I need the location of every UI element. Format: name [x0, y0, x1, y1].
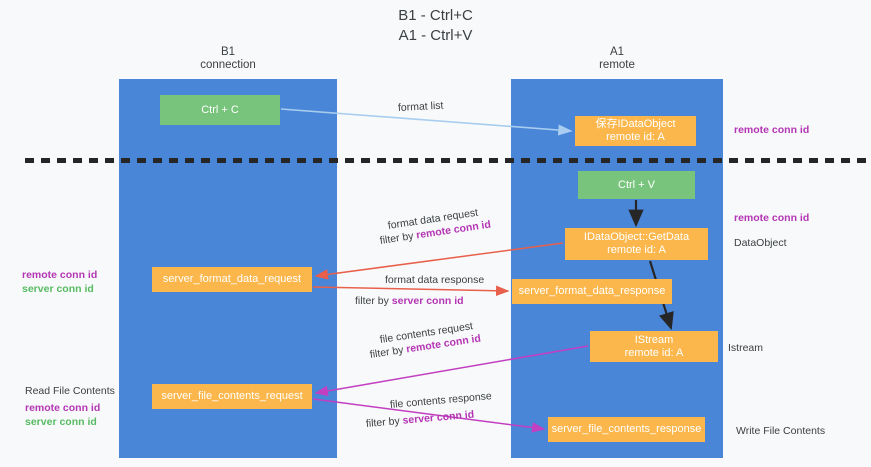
annotation-right-remote-conn-id-top: remote conn id [734, 124, 810, 136]
annotation-right-istream: Istream [728, 342, 764, 354]
edge-label-format-data-response: format data response filter by server co… [355, 273, 485, 309]
phase-divider [25, 158, 870, 163]
node-idataobject-getdata[interactable]: IDataObject::GetData remote id: A [565, 228, 708, 260]
annotation-right-remote-conn-id-mid: remote conn id [734, 212, 810, 224]
edge-label-format-list-text: format list [397, 99, 444, 114]
annotation-left-remote-conn-id-top: remote conn id [22, 269, 98, 281]
edge-label-format-data-request: format data request filter by remote con… [379, 207, 492, 249]
node-ctrl-v[interactable]: Ctrl + V [578, 171, 695, 199]
annotation-right-write-file-contents: Write File Contents [736, 425, 826, 437]
file-contents-response-filter-key: server conn id [402, 408, 475, 427]
node-ctrl-c[interactable]: Ctrl + C [160, 95, 280, 125]
annotation-left-server-conn-id-top: server conn id [22, 283, 94, 295]
annotation-left-server-conn-id-bottom: server conn id [25, 416, 97, 428]
format-data-response-filter-key: server conn id [391, 295, 464, 307]
node-server-format-data-response[interactable]: server_format_data_response [512, 279, 672, 304]
lane-header-b1: B1 connection [200, 46, 256, 71]
node-save-idataobject[interactable]: 保存IDataObject remote id: A [575, 116, 696, 146]
node-istream[interactable]: IStream remote id: A [590, 331, 718, 362]
format-data-response-filter-prefix: filter by [355, 295, 392, 307]
node-server-file-contents-response[interactable]: server_file_contents_response [548, 417, 705, 442]
edge-label-format-list: format list [397, 99, 444, 116]
page-title: B1 - Ctrl+C A1 - Ctrl+V [398, 7, 473, 44]
edge-label-file-contents-response: file contents response filter by server … [365, 390, 492, 432]
annotation-right-dataobject: DataObject [734, 237, 787, 249]
format-data-response-text: format data response [385, 274, 485, 286]
file-contents-request-filter-prefix: filter by [369, 343, 408, 361]
annotation-left-remote-conn-id-bottom: remote conn id [25, 402, 101, 414]
file-contents-response-filter-prefix: filter by [365, 414, 404, 430]
lane-header-a1: A1 remote [599, 46, 635, 71]
format-data-request-filter-prefix: filter by [379, 229, 418, 247]
edge-label-file-contents-request: file contents request filter by remote c… [369, 320, 482, 363]
annotation-left-read-file-contents: Read File Contents [25, 385, 115, 397]
node-server-file-contents-request[interactable]: server_file_contents_request [152, 384, 312, 409]
node-server-format-data-request[interactable]: server_format_data_request [152, 267, 312, 292]
